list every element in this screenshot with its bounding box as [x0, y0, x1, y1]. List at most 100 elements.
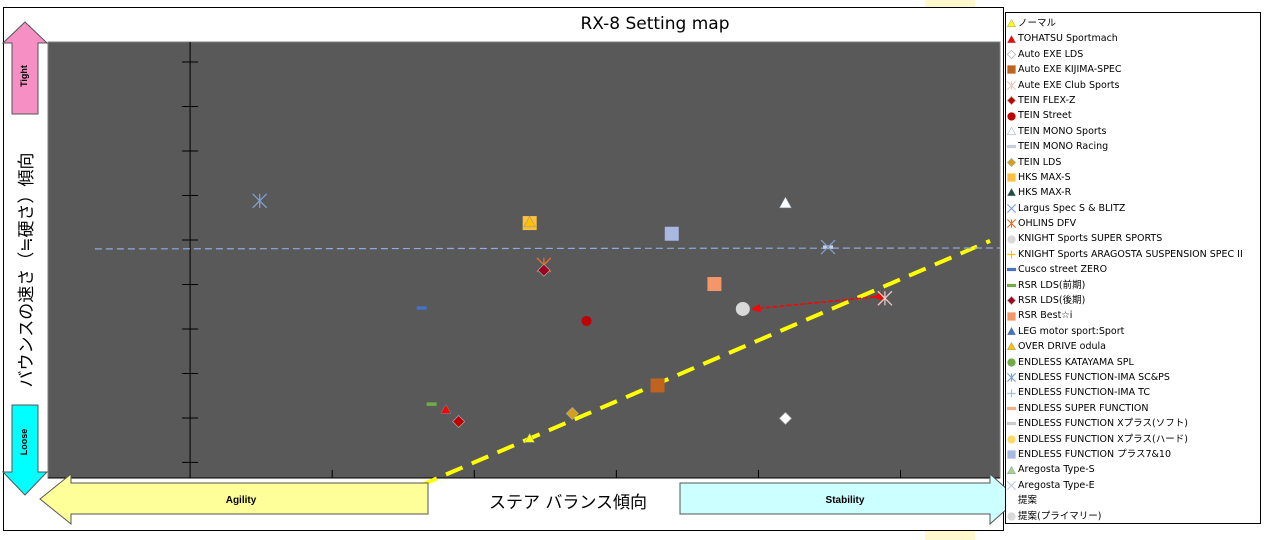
legend-marker [1006, 34, 1017, 43]
tight-label: Tight [19, 65, 29, 87]
legend-item: RSR LDS(前期) [1006, 278, 1260, 293]
legend-label: 提案(プライマリー) [1018, 510, 1102, 522]
background-cell [925, 531, 975, 540]
legend-marker [1007, 65, 1016, 74]
stability-label: Stability [826, 495, 865, 506]
legend-marker [1006, 219, 1017, 229]
legend-marker [1007, 450, 1016, 459]
legend-item: ノーマル [1006, 16, 1260, 31]
legend-item: Aregosta Type-E [1006, 478, 1260, 493]
legend-marker-icon [1006, 49, 1017, 60]
data-point [664, 226, 679, 241]
legend-marker [1007, 311, 1016, 321]
legend-marker [1006, 49, 1017, 60]
legend-marker [1006, 19, 1017, 28]
legend-marker [1006, 96, 1017, 106]
legend-item: LEG motor sport:Sport [1006, 324, 1260, 339]
data-point [252, 193, 268, 209]
legend-item: 提案(プライマリー) [1006, 509, 1260, 524]
legend-marker-icon [1006, 80, 1017, 90]
legend-label: TEIN Street [1018, 110, 1072, 122]
legend-marker-icon [1006, 19, 1017, 28]
red-arrow [751, 291, 883, 313]
legend-marker-icon [1007, 358, 1016, 367]
legend-label: Aregosta Type-E [1018, 479, 1095, 491]
legend-marker [1006, 422, 1017, 426]
legend-marker-icon [1007, 512, 1016, 521]
agility-arrow: Agility [39, 472, 429, 526]
legend-marker-icon [1007, 250, 1016, 259]
plot-area [47, 41, 1001, 479]
chart-frame [3, 7, 1004, 531]
legend-item: TEIN MONO Sports [1006, 124, 1260, 139]
legend-item: KNIGHT Sports ARAGOSTA SUSPENSION SPEC I… [1006, 247, 1260, 262]
legend-item: ENDLESS FUNCTION プラス7&10 [1006, 447, 1260, 462]
legend-item: TEIN FLEX-Z [1006, 93, 1260, 108]
legend-item: RSR Best☆i [1006, 308, 1260, 323]
legend-item: TEIN LDS [1006, 155, 1260, 170]
yellow-trend-line [419, 239, 991, 486]
legend-label: ENDLESS SUPER FUNCTION [1018, 402, 1149, 414]
legend-item: ENDLESS KATAYAMA SPL [1006, 355, 1260, 370]
legend-label: Auto EXE KIJIMA-SPEC [1018, 64, 1122, 76]
data-point [524, 432, 536, 443]
legend-label: KNIGHT Sports SUPER SPORTS [1018, 233, 1163, 245]
data-point [650, 378, 665, 393]
legend-marker [1007, 111, 1016, 121]
legend-item: Largus Spec S & BLITZ [1006, 201, 1260, 216]
agility-label: Agility [226, 495, 257, 506]
legend-marker-icon [1006, 219, 1017, 229]
legend-marker [1006, 126, 1017, 135]
legend-label: RSR Best☆i [1018, 310, 1073, 322]
x-axis-label: ステア バランス傾向 [489, 493, 647, 513]
legend-label: ENDLESS FUNCTION Xプラス(ハード) [1018, 433, 1188, 445]
stability-arrow: Stability [679, 472, 1019, 526]
legend-marker [1007, 512, 1016, 521]
data-point [735, 301, 750, 316]
legend-marker [1006, 480, 1017, 490]
legend-item: OHLINS DFV [1006, 216, 1260, 231]
legend-item: TEIN Street [1006, 108, 1260, 123]
legend-marker-icon [1006, 495, 1017, 506]
data-point [452, 415, 466, 428]
data-point [820, 239, 836, 255]
legend-label: KNIGHT Sports ARAGOSTA SUSPENSION SPEC I… [1018, 248, 1243, 260]
data-point [416, 306, 427, 310]
legend-label: 提案 [1018, 495, 1038, 507]
legend-marker-icon [1007, 235, 1016, 244]
loose-label: Loose [19, 429, 29, 456]
legend-marker-icon [1006, 480, 1017, 490]
legend-marker [1006, 465, 1017, 474]
legend-label: HKS MAX-S [1018, 171, 1071, 183]
legend-marker-icon [1006, 126, 1017, 135]
legend-marker-icon [1007, 388, 1016, 398]
legend-item: Auto EXE LDS [1006, 47, 1260, 62]
legend-marker [1006, 188, 1017, 197]
legend-label: RSR LDS(後期) [1018, 295, 1086, 307]
legend-marker [1006, 406, 1017, 411]
legend-marker [1006, 203, 1017, 213]
legend-marker-icon [1006, 406, 1017, 411]
legend-item: 提案 [1006, 493, 1260, 508]
data-point [537, 263, 551, 277]
legend-marker [1007, 235, 1016, 244]
legend-label: HKS MAX-R [1018, 187, 1072, 199]
legend-marker-icon [1007, 65, 1016, 74]
legend-item: TOHATSU Sportmach [1006, 31, 1260, 46]
legend-item: ENDLESS FUNCTION-IMA SC&PS [1006, 370, 1260, 385]
legend-item: ENDLESS FUNCTION Xプラス(ソフト) [1006, 416, 1260, 431]
legend-label: ENDLESS FUNCTION Xプラス(ソフト) [1018, 418, 1188, 430]
legend-marker [1007, 358, 1016, 367]
legend-marker-icon [1006, 342, 1017, 351]
legend-label: Auto EXE LDS [1018, 48, 1084, 60]
legend-item: ENDLESS SUPER FUNCTION [1006, 401, 1260, 416]
loose-arrow: Loose [1, 404, 49, 496]
legend-label: TEIN MONO Sports [1018, 125, 1107, 137]
legend-item: HKS MAX-R [1006, 185, 1260, 200]
legend-item: ENDLESS FUNCTION-IMA TC [1006, 385, 1260, 400]
legend-marker-icon [1007, 435, 1016, 444]
data-point [440, 403, 452, 414]
legend-item: ENDLESS FUNCTION Xプラス(ハード) [1006, 432, 1260, 447]
legend-marker-icon [1007, 173, 1016, 182]
